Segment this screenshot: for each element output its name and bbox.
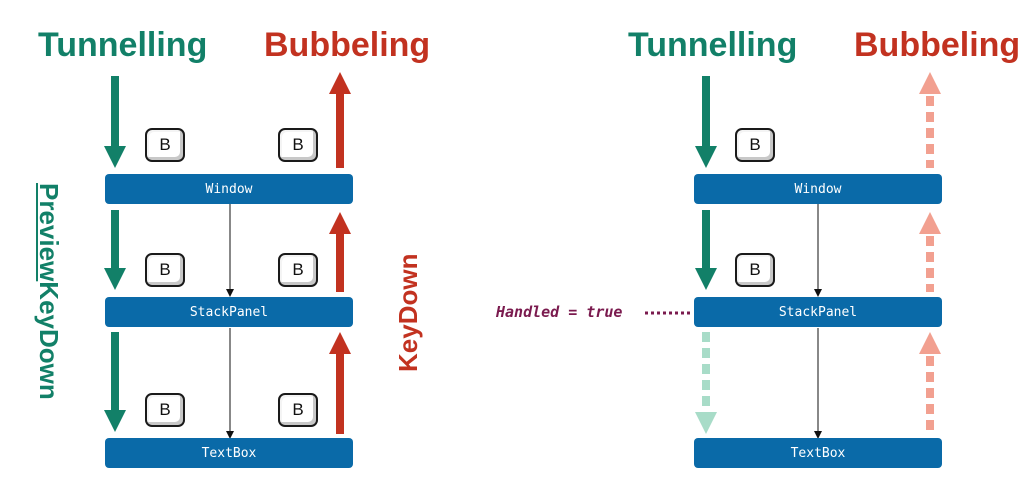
bubble-arrow-right-faded-2 [919, 212, 941, 292]
bubbeling-heading: Bubbeling [264, 26, 431, 64]
key-b: B [145, 393, 185, 427]
window-box: Window [105, 174, 353, 204]
textbox-box-right: TextBox [694, 438, 942, 468]
key-b: B [278, 253, 318, 287]
bubble-arrow-right-faded-3 [919, 332, 941, 434]
tunnelling-heading-right: Tunnelling [628, 26, 798, 64]
tunnel-arrow-right-faded [695, 332, 717, 434]
window-box-right: Window [694, 174, 942, 204]
tunnel-arrow-right-2 [695, 210, 717, 290]
key-b: B [278, 128, 318, 162]
tunnel-arrow-3 [104, 332, 126, 432]
key-b: B [145, 128, 185, 162]
stackpanel-box-right: StackPanel [694, 297, 942, 327]
preview-label-suffix: KeyDown [34, 281, 64, 400]
preview-keydown-label: PreviewKeyDown [34, 183, 64, 400]
handled-true-label: Handled = true [496, 303, 623, 321]
tunnel-arrow-2 [104, 210, 126, 290]
tunnelling-heading: Tunnelling [38, 26, 208, 64]
key-b-right: B [735, 128, 775, 162]
tunnel-arrow-right-1 [695, 76, 717, 168]
key-b: B [278, 393, 318, 427]
preview-label-prefix: Preview [34, 183, 64, 282]
textbox-box: TextBox [105, 438, 353, 468]
bubble-arrow-right-faded-1 [919, 72, 941, 168]
bubble-arrow-1 [329, 72, 351, 168]
key-b-right: B [735, 253, 775, 287]
key-b: B [145, 253, 185, 287]
stackpanel-box: StackPanel [105, 297, 353, 327]
keydown-label: KeyDown [393, 253, 423, 372]
tunnel-arrow-1 [104, 76, 126, 168]
bubbeling-heading-right: Bubbeling [854, 26, 1021, 64]
bubble-arrow-3 [329, 332, 351, 434]
bubble-arrow-2 [329, 212, 351, 292]
